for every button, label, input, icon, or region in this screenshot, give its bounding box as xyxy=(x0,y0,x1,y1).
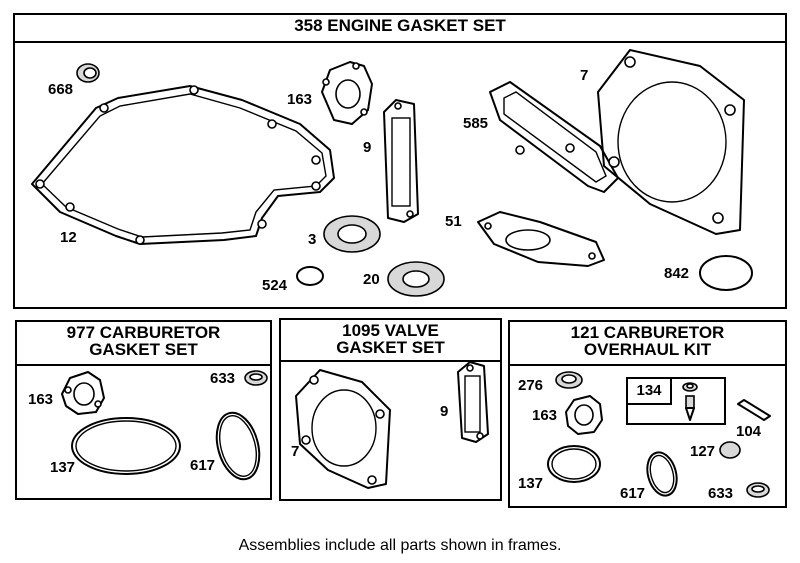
part-127-plug xyxy=(719,441,741,459)
valve-gasket-set-title: 1095 VALVE GASKET SET xyxy=(281,320,500,362)
part-134-inlet-needle xyxy=(682,382,698,421)
label-633-carb: 633 xyxy=(210,370,235,387)
engine-gasket-set-frame: 358 ENGINE GASKET SET xyxy=(13,13,787,309)
sub-kit-134-label: 134 xyxy=(628,379,672,405)
label-7-engine: 7 xyxy=(580,67,588,84)
valve-gasket-title-line1: 1095 VALVE xyxy=(342,321,439,340)
part-668-seal xyxy=(76,63,100,83)
valve-gasket-title-line2: GASKET SET xyxy=(336,338,445,357)
carburetor-overhaul-kit-title: 121 CARBURETOR OVERHAUL KIT xyxy=(510,322,785,366)
part-20-oil-seal xyxy=(387,261,445,297)
part-9-valve-cover-gasket-2 xyxy=(457,361,489,443)
part-633-seal-2 xyxy=(746,482,770,498)
label-51: 51 xyxy=(445,213,462,230)
footer-note: Assemblies include all parts shown in fr… xyxy=(238,537,562,554)
label-163-overhaul: 163 xyxy=(532,407,557,424)
carburetor-gasket-title-line2: GASKET SET xyxy=(89,340,198,359)
part-633-seal xyxy=(244,370,268,386)
label-617-overhaul: 617 xyxy=(620,485,645,502)
part-585-intake-gasket xyxy=(489,81,619,193)
label-104: 104 xyxy=(736,423,762,440)
part-842-ring xyxy=(699,255,753,291)
part-12-crankcase-gasket xyxy=(31,85,335,245)
label-163-carb: 163 xyxy=(28,391,53,408)
part-7-head-gasket-2 xyxy=(295,369,391,489)
label-3: 3 xyxy=(308,231,316,248)
label-7-valve: 7 xyxy=(291,443,299,460)
label-9-valve: 9 xyxy=(440,403,448,420)
carburetor-gasket-set-title: 977 CARBURETOR GASKET SET xyxy=(17,322,270,366)
label-668: 668 xyxy=(48,81,73,98)
overhaul-kit-title-line1: 121 CARBURETOR xyxy=(570,323,725,342)
label-137-overhaul: 137 xyxy=(518,475,543,492)
part-3-oil-seal xyxy=(323,215,381,253)
part-617-ring xyxy=(215,411,261,481)
engine-gasket-set-title: 358 ENGINE GASKET SET xyxy=(15,15,785,43)
part-617-ring-2 xyxy=(646,451,678,497)
label-137-carb: 137 xyxy=(50,459,75,476)
label-20: 20 xyxy=(363,271,380,288)
part-276-seal xyxy=(555,371,583,389)
label-524: 524 xyxy=(262,277,288,294)
label-12: 12 xyxy=(60,229,77,246)
label-842: 842 xyxy=(664,265,689,282)
part-137-bowl-gasket-2 xyxy=(547,445,601,483)
label-9-engine: 9 xyxy=(363,139,371,156)
sub-kit-134-frame: 134 xyxy=(626,377,726,425)
label-585: 585 xyxy=(463,115,488,132)
part-7-head-gasket xyxy=(597,49,745,235)
label-617-carb: 617 xyxy=(190,457,215,474)
part-163-carb-gasket-2 xyxy=(61,371,105,415)
part-104-pin xyxy=(737,399,771,421)
part-137-bowl-gasket xyxy=(71,417,181,475)
part-9-valve-cover-gasket xyxy=(383,99,419,223)
label-633-overhaul: 633 xyxy=(708,485,733,502)
part-163-carb-gasket-3 xyxy=(565,395,603,435)
part-163-carb-gasket xyxy=(321,61,373,125)
label-276: 276 xyxy=(518,377,543,394)
label-127: 127 xyxy=(690,443,715,460)
label-163-engine: 163 xyxy=(287,91,312,108)
carburetor-gasket-title-line1: 977 CARBURETOR xyxy=(66,323,221,342)
part-524-ring xyxy=(296,266,324,286)
part-51-exhaust-gasket xyxy=(477,211,605,267)
overhaul-kit-title-line2: OVERHAUL KIT xyxy=(583,340,712,359)
